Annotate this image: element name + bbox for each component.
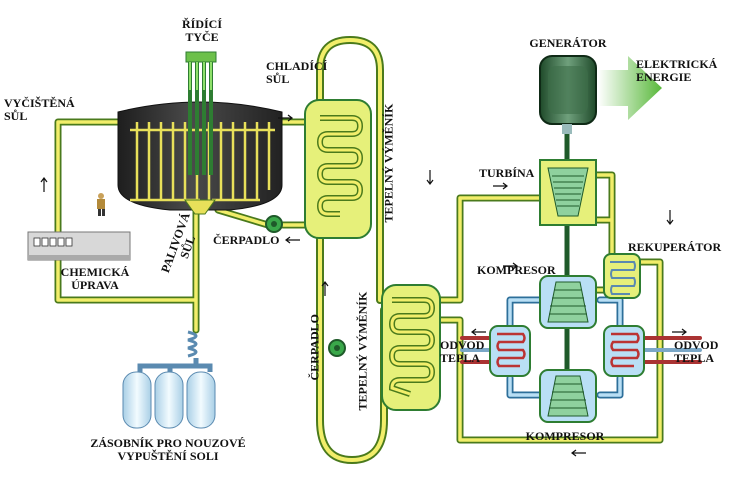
- compressor-2-icon: [539, 369, 597, 423]
- heat-exchanger-2-icon: [381, 284, 441, 411]
- recuperator-icon: [603, 253, 641, 299]
- chemical-treatment-label: CHEMICKÁ ÚPRAVA: [52, 266, 138, 292]
- turbine-label: TURBÍNA: [479, 166, 535, 180]
- heat-out-left-label-line1: ODVOD: [440, 338, 485, 352]
- emergency-tanks-label-line2: VYPUŠTĚNÍ SOLI: [117, 449, 219, 463]
- heat-out-right-label: ODVOD TEPLA: [674, 339, 718, 365]
- coolant-salt-label-line1: CHLADÍCÍ: [266, 59, 328, 73]
- chemical-unit-icon: [27, 231, 131, 261]
- control-rods-label-line2: TYČE: [185, 30, 219, 44]
- generator-icon: [539, 55, 597, 134]
- pump-2-icon: [328, 339, 346, 357]
- emergency-tanks-label: ZÁSOBNÍK PRO NOUZOVÉ VYPUŠTĚNÍ SOLI: [62, 437, 274, 463]
- purified-salt-label: VYČIŠTĚNÁ SŮL: [4, 97, 75, 123]
- cooler-left-icon: [489, 325, 531, 377]
- compressor-1-label: KOMPRESOR: [477, 263, 556, 277]
- heat-out-left-label: ODVOD TEPLA: [440, 339, 484, 365]
- chemical-treatment-label-line1: CHEMICKÁ: [60, 265, 130, 279]
- heat-out-left-label-line2: TEPLA: [440, 351, 481, 365]
- control-rods-label: ŘÍDÍCÍ TYČE: [178, 18, 226, 44]
- control-rods-label-line1: ŘÍDÍCÍ: [181, 17, 222, 31]
- storage-tank-icon: [154, 371, 184, 429]
- recuperator-label: REKUPERÁTOR: [628, 240, 722, 254]
- coolant-salt-label-line2: SŮL: [266, 72, 290, 86]
- heat-out-right-label-line2: TEPLA: [674, 351, 715, 365]
- pump-2-label: ČERPADLO: [307, 314, 322, 381]
- pump-1-label: ČERPADLO: [213, 233, 280, 247]
- electric-energy-label: ELEKTRICKÁ ENERGIE: [636, 58, 717, 84]
- compressor-2-label: KOMPRESOR: [525, 429, 605, 443]
- pump-1-icon: [265, 215, 283, 233]
- heat-out-right-label-line1: ODVOD: [674, 338, 719, 352]
- storage-tank-icon: [122, 371, 152, 429]
- energy-arrow-icon: [598, 56, 662, 120]
- purified-salt-label-line1: VYČIŠTĚNÁ: [4, 96, 75, 110]
- reactor-vessel-icon: [117, 101, 283, 215]
- purified-salt-label-line2: SŮL: [4, 109, 28, 123]
- heat-exchanger-1-icon: [304, 99, 372, 239]
- control-rods-icon: [185, 51, 217, 175]
- turbine-icon: [539, 159, 597, 226]
- generator-label: GENERÁTOR: [529, 36, 607, 50]
- chemical-treatment-label-line2: ÚPRAVA: [71, 278, 119, 292]
- storage-tanks: [122, 358, 216, 429]
- electric-energy-label-line2: ENERGIE: [636, 70, 692, 84]
- cooler-right-icon: [603, 325, 645, 377]
- coolant-salt-label: CHLADÍCÍ SŮL: [266, 60, 327, 86]
- flow-arrows: [40, 114, 687, 457]
- heat-exchanger-2-label: TEPELNÝ VÝMĚNÍK: [355, 291, 370, 411]
- emergency-tanks-label-line1: ZÁSOBNÍK PRO NOUZOVÉ: [90, 436, 246, 450]
- person-icon: [97, 193, 105, 216]
- electric-energy-label-line1: ELEKTRICKÁ: [636, 57, 718, 71]
- compressor-1-icon: [539, 275, 597, 329]
- storage-tank-icon: [186, 371, 216, 429]
- heat-exchanger-1-label: TEPELNÝ VÝMĚNÍK: [381, 103, 396, 223]
- freeze-valve-icon: [187, 330, 198, 358]
